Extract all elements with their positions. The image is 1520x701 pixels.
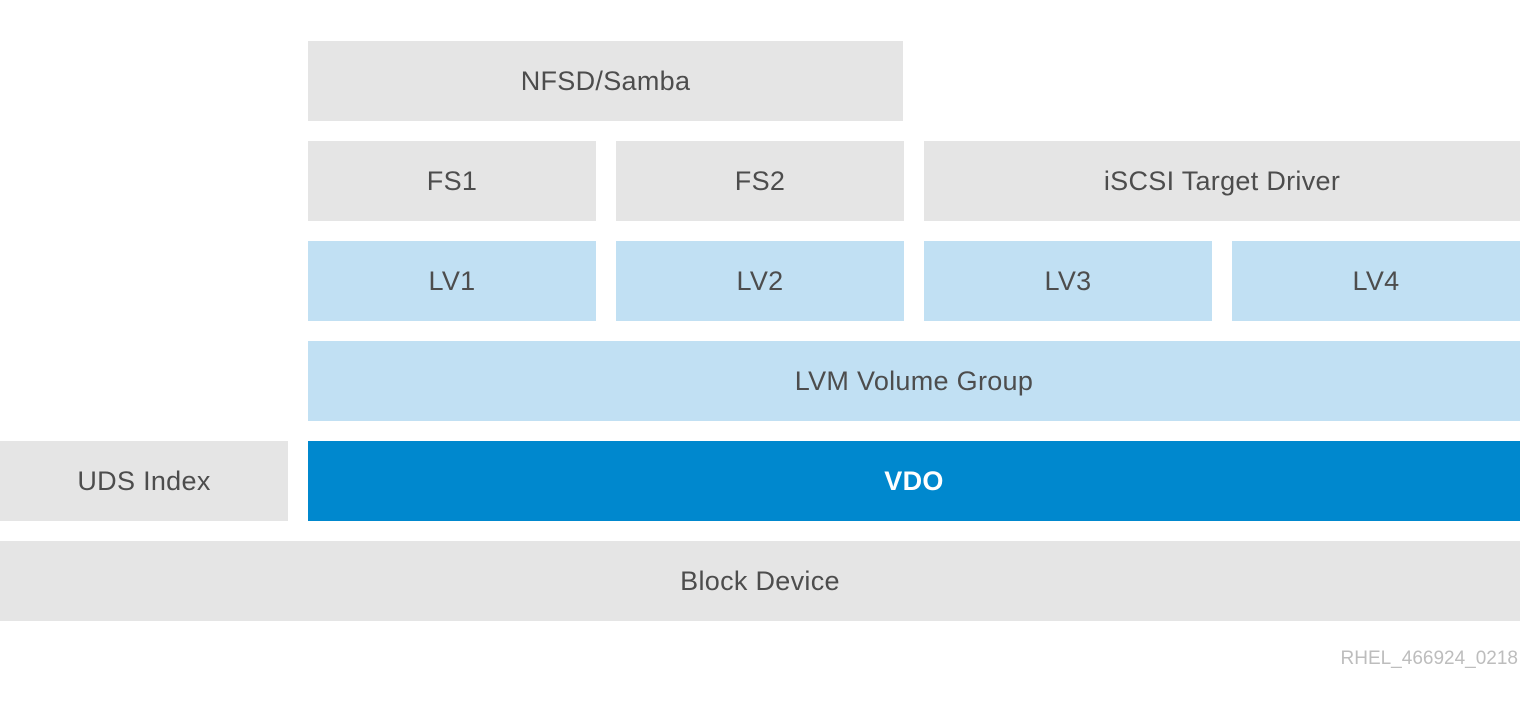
lv2-block: LV2 (616, 241, 904, 321)
lv1-label: LV1 (428, 265, 476, 296)
nfsd-samba-label: NFSD/Samba (520, 65, 691, 96)
fs1-block: FS1 (308, 141, 596, 221)
lv4-block: LV4 (1232, 241, 1520, 321)
block-device-block: Block Device (0, 541, 1520, 621)
iscsi-target-driver-block: iSCSI Target Driver (924, 141, 1520, 221)
lv4-label: LV4 (1352, 265, 1400, 296)
figure-id-label: RHEL_466924_0218 (1340, 648, 1519, 669)
uds-index-label: UDS Index (77, 465, 211, 496)
lv2-label: LV2 (736, 265, 784, 296)
fs2-block: FS2 (616, 141, 904, 221)
lvm-volume-group-block: LVM Volume Group (308, 341, 1520, 421)
lvm-volume-group-label: LVM Volume Group (794, 365, 1034, 396)
block-device-label: Block Device (680, 565, 840, 596)
fs1-label: FS1 (426, 165, 478, 196)
fs2-label: FS2 (734, 165, 786, 196)
lv3-block: LV3 (924, 241, 1212, 321)
lv1-block: LV1 (308, 241, 596, 321)
vdo-block: VDO (308, 441, 1520, 521)
iscsi-target-driver-label: iSCSI Target Driver (1103, 165, 1341, 196)
uds-index-block: UDS Index (0, 441, 288, 521)
vdo-label: VDO (884, 465, 944, 496)
nfsd-samba-block: NFSD/Samba (308, 41, 903, 121)
lv3-label: LV3 (1044, 265, 1092, 296)
